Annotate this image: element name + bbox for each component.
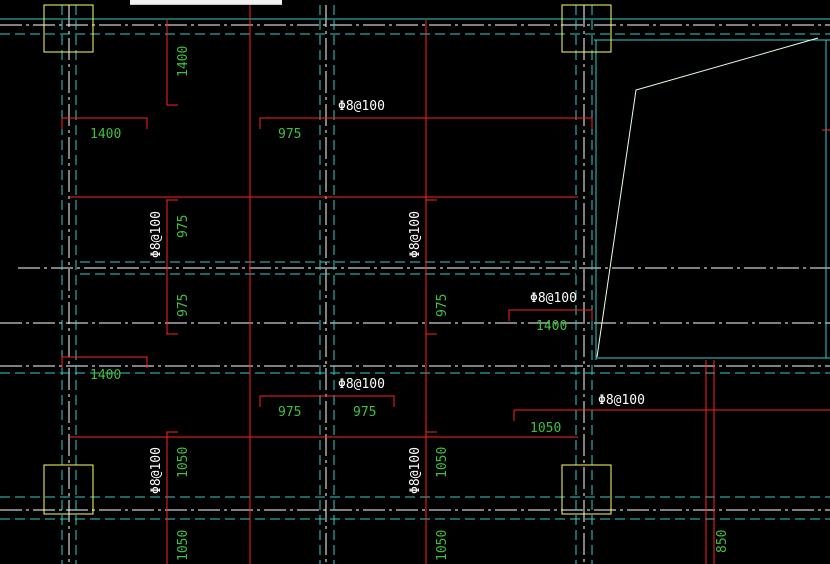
rebar-label-right-mid: Φ8@100	[530, 291, 577, 306]
dim-1050-horizontal-right: 1050	[530, 421, 561, 436]
rebar-label-mid-vertical-lower: Φ8@100	[408, 447, 423, 494]
rebar-bracket-v-1050-mid	[425, 431, 437, 564]
dimension-labels: 1400 1400 975 975 975 975 1400 1400 975 …	[90, 46, 730, 561]
dim-1050-vertical-mid-bottom: 1050	[435, 530, 450, 561]
rebar-label-left-vertical: Φ8@100	[149, 211, 164, 258]
dim-975-horizontal-mid-a: 975	[278, 405, 301, 420]
dim-975-vertical-left-a: 975	[176, 215, 191, 238]
dim-975-vertical-left-b: 975	[176, 294, 191, 317]
rebar-bracket-h-1400-right	[508, 309, 593, 321]
rebar-bracket-h-1400-top	[61, 117, 148, 129]
dim-1050-vertical-mid: 1050	[435, 447, 450, 478]
dim-850-vertical-right: 850	[715, 530, 730, 553]
rebar-bracket-top-left	[166, 20, 178, 106]
dim-1400-horizontal-right-mid: 1400	[536, 319, 567, 334]
rebar-label-center-mid: Φ8@100	[338, 377, 385, 392]
dim-975-horizontal-mid-b: 975	[353, 405, 376, 420]
rebar-bracket-v-1050-left	[166, 431, 178, 564]
rebar-label-right-lower: Φ8@100	[598, 393, 645, 408]
columns	[43, 4, 612, 515]
dim-1400-vertical-top: 1400	[176, 46, 191, 77]
column-top-right	[561, 4, 612, 53]
dim-975-vertical-mid: 975	[435, 294, 450, 317]
canvas-background	[0, 5, 830, 564]
dim-1400-horizontal-left-top: 1400	[90, 127, 121, 142]
beam-edges	[0, 5, 830, 564]
rebar-bracket-h-975-mid	[259, 395, 395, 407]
dim-975-horizontal-top: 975	[278, 127, 301, 142]
title-bar-strip	[0, 0, 830, 5]
dim-1400-horizontal-left-mid: 1400	[90, 368, 121, 383]
opening-outline	[596, 37, 819, 358]
column-bottom-left	[43, 464, 94, 515]
rebar-label-mid-vertical: Φ8@100	[408, 211, 423, 258]
rebar-labels: Φ8@100 Φ8@100 Φ8@100 Φ8@100 Φ8@100 Φ8@10…	[149, 99, 645, 494]
axis-lines	[0, 5, 830, 564]
rebar-bracket-v-975-left	[166, 199, 178, 335]
rebar-label-top: Φ8@100	[338, 99, 385, 114]
rebar-label-left-vertical-lower: Φ8@100	[149, 447, 164, 494]
rebar-lines	[61, 5, 830, 564]
rebar-bracket-h-1400-mid	[61, 356, 148, 368]
column-bottom-right	[561, 464, 612, 515]
dim-1050-vertical-left: 1050	[176, 447, 191, 478]
rebar-bracket-v-975-mid	[425, 199, 437, 335]
rebar-bracket-h-975-top	[259, 117, 593, 129]
column-top-left	[43, 4, 94, 53]
dim-1050-vertical-left-bottom: 1050	[176, 530, 191, 561]
document-tab-strip[interactable]	[130, 0, 282, 5]
